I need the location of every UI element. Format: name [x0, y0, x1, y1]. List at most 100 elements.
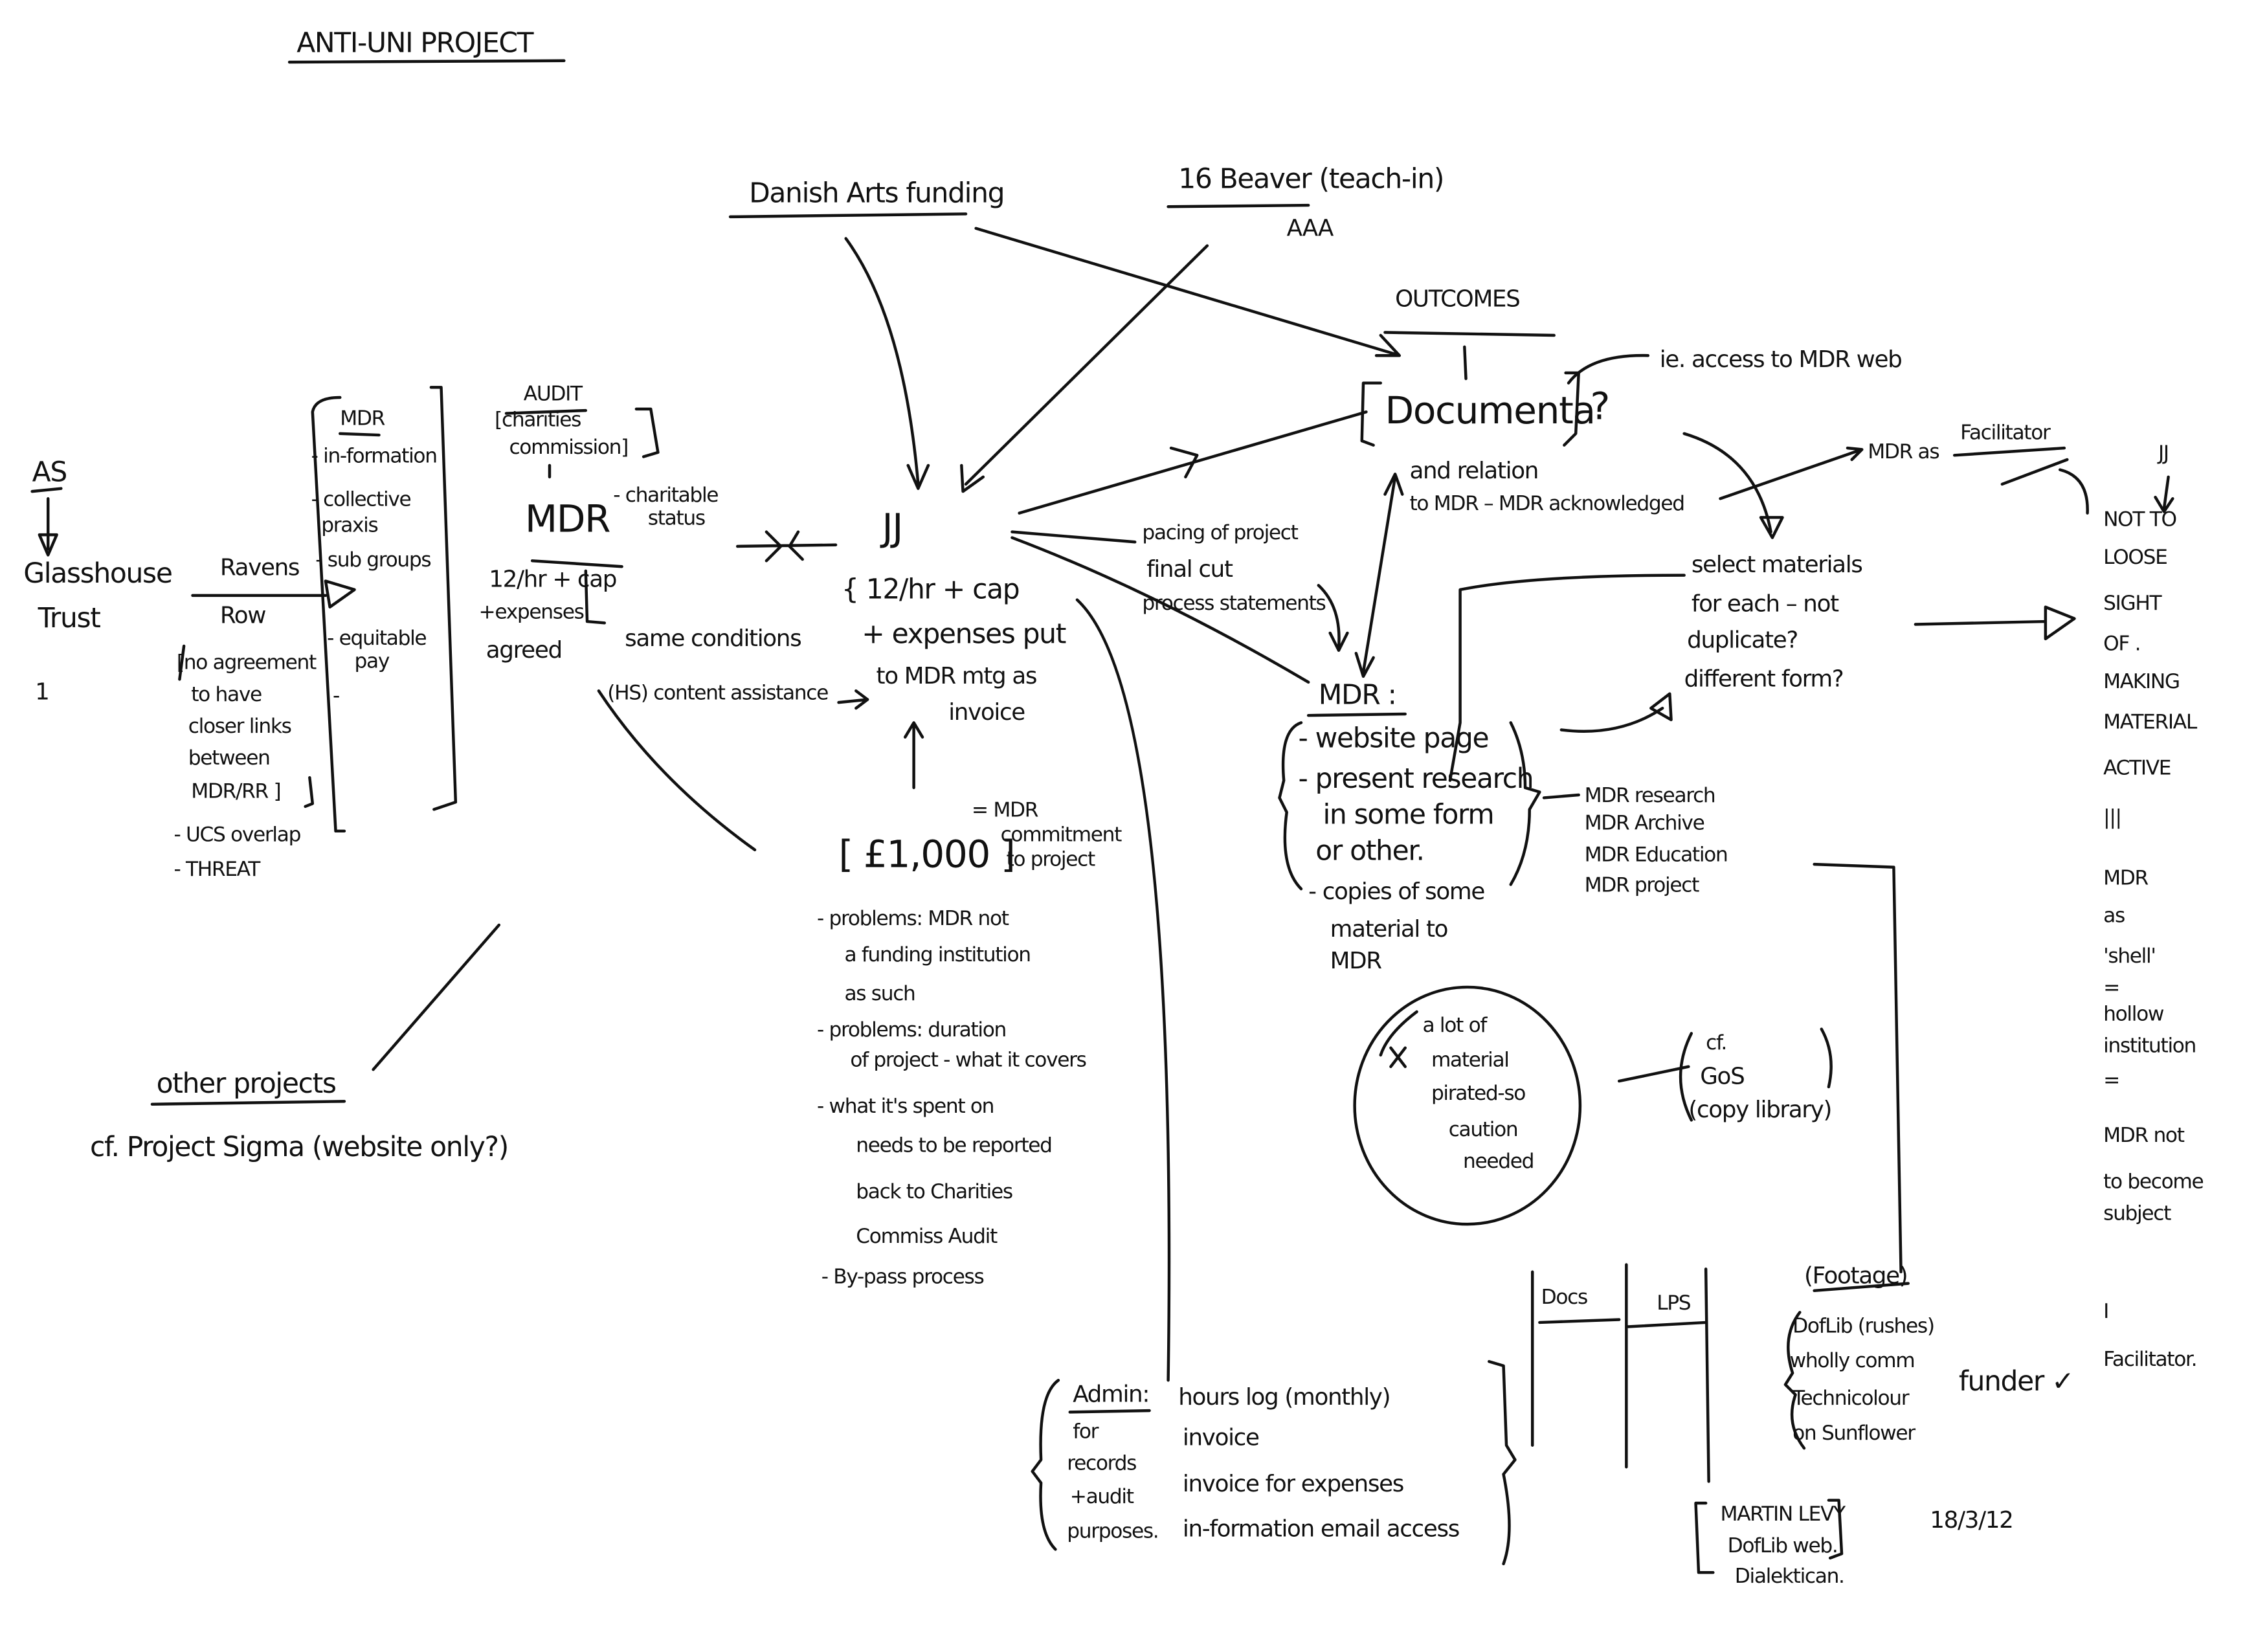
right-column-line: =	[2103, 1069, 2119, 1092]
mdr-section: MDR Archive	[1585, 812, 1704, 835]
number-one: 1	[35, 679, 49, 706]
pirated-line: needed	[1463, 1150, 1534, 1173]
access-connector	[1567, 353, 1650, 385]
note-line: MDR/RR ]	[191, 779, 280, 803]
mdr-output-item: - copies of some	[1308, 878, 1484, 905]
select-line: duplicate?	[1687, 627, 1798, 653]
docs-label: Docs	[1541, 1286, 1587, 1309]
rate-overline	[530, 559, 623, 568]
right-column-line: 'shell'	[2103, 944, 2155, 968]
footage-brace	[1783, 1311, 1806, 1450]
note-line: to have	[191, 683, 262, 706]
beaver-underline	[1167, 203, 1310, 208]
relation-line-2: to MDR – MDR acknowledged	[1409, 492, 1684, 515]
mdr-audit: MDR	[525, 497, 610, 541]
other-projects-heading: other projects	[157, 1068, 336, 1100]
jj-right-arrow	[2154, 475, 2174, 513]
commitment-note: commitment	[1001, 823, 1122, 846]
footage-item: Technicolour	[1792, 1387, 1910, 1410]
mdr-section: MDR Education	[1585, 843, 1728, 867]
relation-line-1: and relation	[1409, 458, 1538, 484]
gos-line: cf.	[1706, 1031, 1726, 1055]
mdr-output-item: material to	[1330, 916, 1448, 943]
pacing-arrow	[1317, 584, 1349, 652]
problem-line: of project - what it covers	[850, 1049, 1086, 1072]
admin-item: hours log (monthly)	[1178, 1384, 1390, 1411]
mdr-values-brackets	[311, 386, 458, 833]
problem-line: a funding institution	[844, 943, 1030, 966]
facilitator-to-column	[2058, 468, 2089, 515]
danish-arts-funding: Danish Arts funding	[749, 178, 1004, 210]
admin-purpose: +audit	[1070, 1485, 1134, 1508]
funding-to-outcomes	[974, 227, 1402, 357]
pirated-line: a lot of	[1423, 1014, 1488, 1037]
facilitator-underline	[1952, 446, 2069, 486]
rate-line-2: +expenses	[479, 601, 584, 624]
content-assistance: (HS) content assistance	[607, 682, 828, 705]
pirated-star-icon	[1379, 1010, 1418, 1068]
right-column-line: ACTIVE	[2103, 757, 2171, 780]
admin-heading: Admin:	[1073, 1381, 1149, 1408]
contact-line: Dialektican.	[1735, 1565, 1844, 1588]
admin-item: in-formation email access	[1183, 1515, 1459, 1542]
funder-label: funder ✓	[1959, 1366, 2073, 1398]
charitable-status-2: status	[648, 506, 705, 530]
right-column-line: I	[2103, 1300, 2108, 1323]
project-sigma: cf. Project Sigma (website only?)	[90, 1132, 508, 1163]
outcomes-heading: OUTCOMES	[1395, 285, 1519, 312]
right-column-line: =	[2103, 976, 2119, 999]
mdr-value: pay	[355, 650, 390, 673]
note-line: [no agreement	[177, 651, 317, 675]
note-line: closer links	[188, 715, 291, 738]
outputs-to-select-arrow	[1559, 692, 1673, 733]
mdr-value: - equitable	[327, 627, 426, 650]
right-column-line: MATERIAL	[2103, 710, 2198, 733]
pirated-line: caution	[1449, 1118, 1518, 1141]
jj-to-pacing	[1011, 530, 1137, 544]
pacing-line: pacing of project	[1142, 521, 1298, 544]
glasshouse-trust-2: Trust	[38, 603, 101, 634]
pirated-circle	[1353, 985, 1582, 1226]
right-column-line: MDR	[2103, 866, 2148, 889]
admin-purpose: records	[1067, 1452, 1136, 1475]
content-arrow	[837, 689, 869, 710]
same-conditions: same conditions	[625, 625, 801, 652]
commitment-amount: [ £1,000 ]	[839, 832, 1015, 876]
gos-line: (copy library)	[1688, 1097, 1831, 1123]
right-column-line: MAKING	[2103, 670, 2180, 693]
mdr-jj-arrows	[736, 530, 838, 563]
mdr-output-item: in some form	[1323, 799, 1493, 831]
pacing-line: process statements	[1142, 592, 1325, 615]
as-arrow	[30, 487, 63, 557]
footage-item: DofLib (rushes)	[1792, 1315, 1934, 1338]
danish-arrow	[844, 237, 930, 490]
jj-to-documenta	[1018, 410, 1368, 515]
ravens-arrow	[191, 579, 356, 608]
footage-item: wholly comm	[1790, 1349, 1915, 1372]
jj-line: to MDR mtg as	[877, 663, 1037, 689]
glasshouse-trust-1: Glasshouse	[23, 558, 172, 590]
lps-label: LPS	[1657, 1291, 1691, 1315]
page-title: ANTI-UNI PROJECT	[296, 27, 534, 59]
right-column-line: OF .	[2103, 632, 2140, 656]
hs-line	[597, 689, 757, 852]
problem-line: - By-pass process	[821, 1266, 984, 1289]
access-note: ie. access to MDR web	[1660, 346, 1902, 373]
jj-line: + expenses put	[862, 619, 1066, 651]
mdr-value: praxis	[321, 514, 377, 537]
right-column-line: subject	[2103, 1201, 2171, 1225]
mdr-output-item: - present research	[1299, 763, 1534, 795]
mdr-value: - in-formation	[311, 444, 437, 467]
right-column-line: as	[2103, 904, 2125, 927]
title-underline	[287, 59, 566, 64]
admin-underline	[1068, 1409, 1151, 1414]
mdr-output-item: MDR	[1330, 948, 1382, 974]
admin-braces	[1031, 1359, 1517, 1566]
mdr-outputs-brace	[1278, 721, 1541, 891]
documenta: Documenta	[1385, 388, 1594, 432]
mdr-values-heading: MDR	[340, 407, 385, 430]
ucs-overlap: - UCS overlap	[173, 823, 300, 846]
threat: - THREAT	[173, 858, 261, 881]
ravens-row-1: Ravens	[220, 555, 299, 581]
